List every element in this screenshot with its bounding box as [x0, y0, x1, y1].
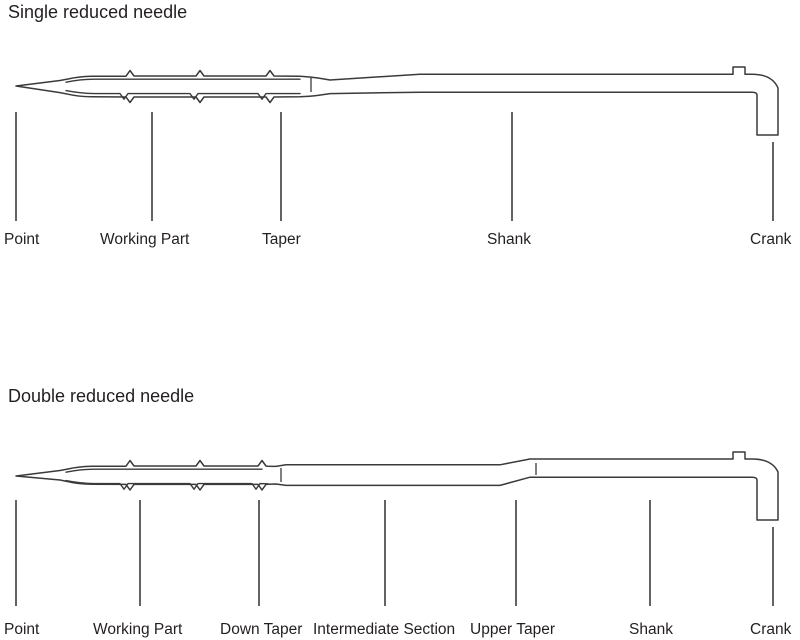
single-needle-leader-lines: [15, 112, 774, 221]
label-intermediate-section: Intermediate Section: [313, 621, 455, 638]
single-needle-title: Single reduced needle: [8, 2, 187, 22]
label-upper-taper: Upper Taper: [470, 621, 555, 638]
label-crank: Crank: [750, 231, 792, 248]
single-needle-barb-lower: [65, 89, 301, 100]
double-needle-leader-lines: [15, 500, 774, 606]
double-needle-title: Double reduced needle: [8, 386, 194, 406]
double-needle-outline: [15, 451, 779, 521]
label-shank: Shank: [487, 231, 531, 248]
label-shank: Shank: [629, 621, 673, 638]
single-needle-labels: Point Working Part Taper Shank Crank: [4, 231, 792, 248]
label-working-part: Working Part: [100, 231, 190, 248]
double-needle-barb-lower: [65, 479, 269, 490]
label-down-taper: Down Taper: [220, 621, 302, 638]
double-reduced-needle-group: Double reduced needle Point Work: [4, 386, 792, 638]
double-needle-barb-upper: [65, 468, 263, 473]
label-crank: Crank: [750, 621, 792, 638]
label-point: Point: [4, 231, 40, 248]
label-taper: Taper: [262, 231, 301, 248]
label-working-part: Working Part: [93, 621, 183, 638]
single-needle-outline: [15, 66, 779, 136]
label-point: Point: [4, 621, 40, 638]
single-needle-barb-upper: [65, 78, 301, 83]
single-reduced-needle-group: Single reduced needle Point Working Part…: [4, 2, 792, 248]
double-needle-labels: Point Working Part Down Taper Intermedia…: [4, 621, 792, 638]
